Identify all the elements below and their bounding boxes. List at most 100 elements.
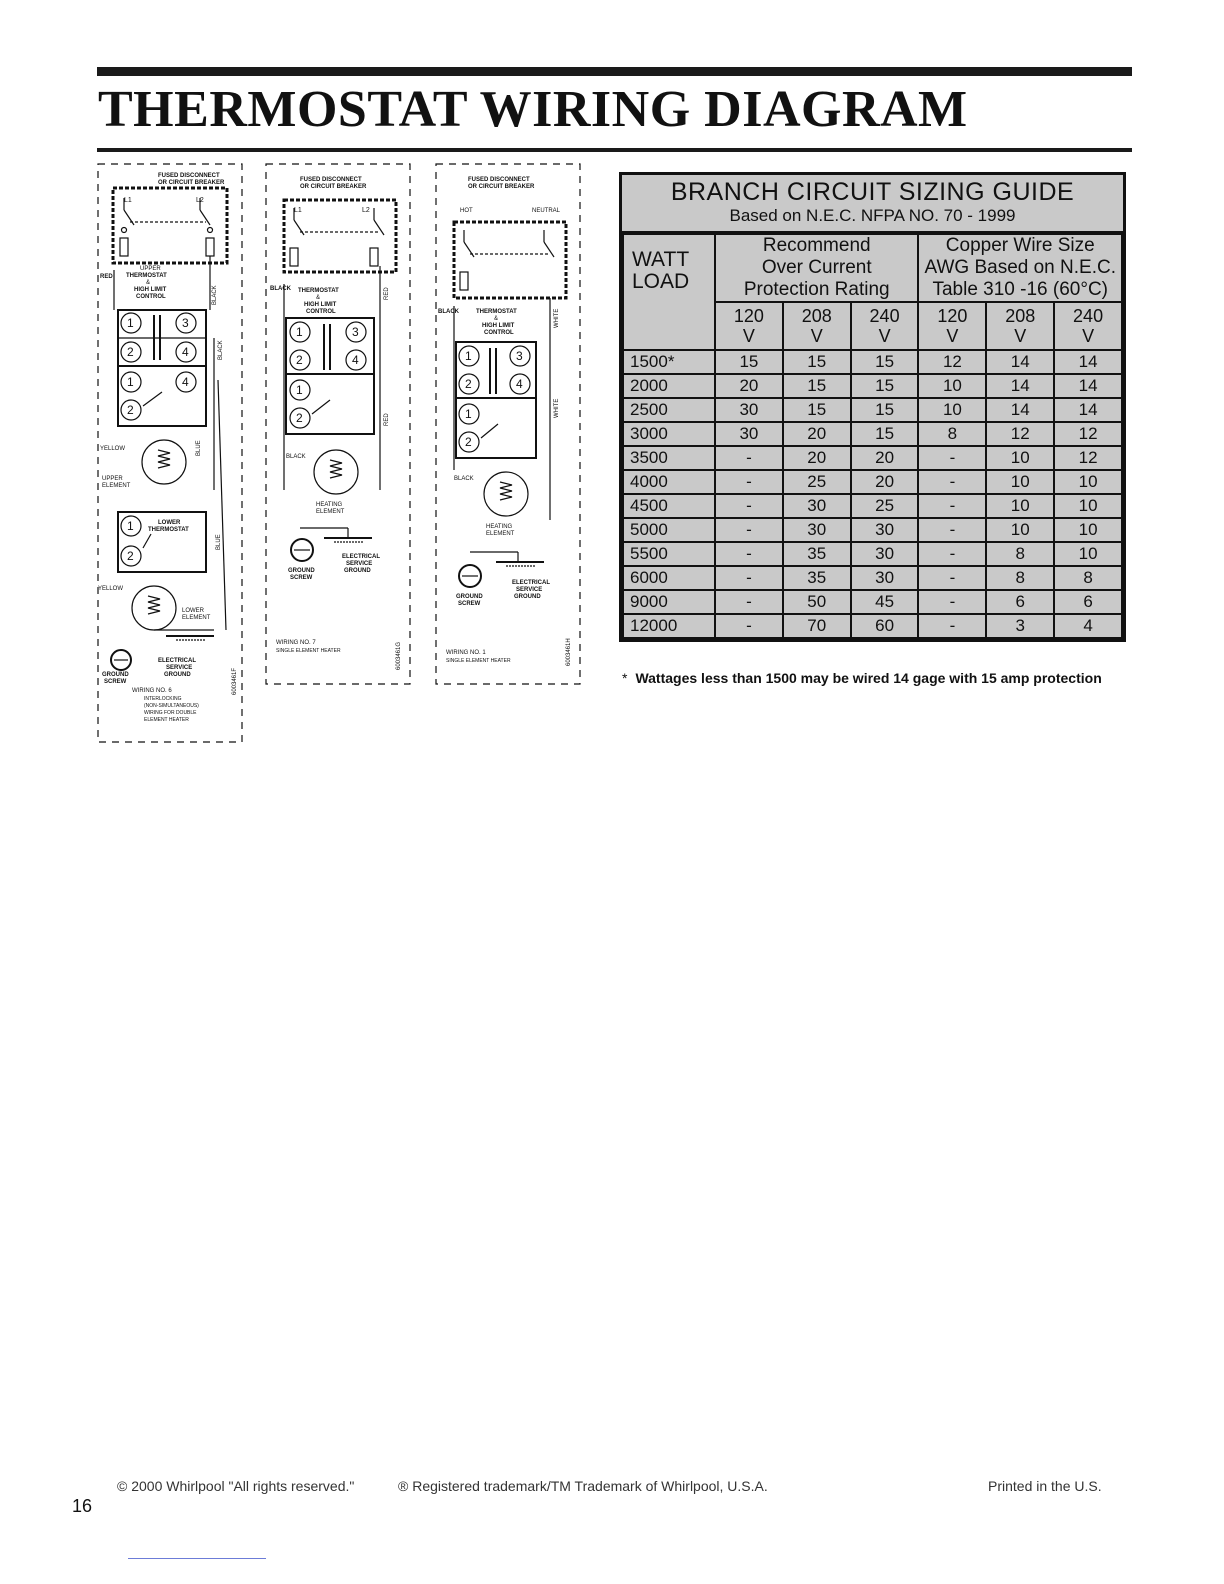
table-cell: - — [714, 517, 784, 543]
svg-text:3: 3 — [516, 349, 523, 363]
svg-text:6003461H: 6003461H — [566, 638, 572, 666]
table-cell: 15 — [781, 397, 852, 423]
table-cell: 12 — [1053, 445, 1123, 471]
svg-text:ELECTRICAL: ELECTRICAL — [342, 554, 380, 560]
svg-text:2: 2 — [127, 345, 134, 359]
svg-text:YELLOW: YELLOW — [98, 586, 123, 592]
svg-text:INTERLOCKING: INTERLOCKING — [144, 696, 182, 702]
table-cell: 3 — [985, 613, 1056, 639]
table-cell: - — [917, 493, 988, 519]
footnote: *Wattages less than 1500 may be wired 14… — [622, 670, 1122, 686]
svg-text:GROUND: GROUND — [164, 672, 191, 678]
table-cell: 6 — [985, 589, 1056, 615]
svg-text:ELECTRICAL: ELECTRICAL — [158, 658, 196, 664]
svg-text:HIGH LIMIT: HIGH LIMIT — [482, 323, 515, 329]
watt-load-cell: 2500 — [622, 397, 716, 423]
table-cell: 30 — [849, 565, 920, 591]
svg-text:LOWER: LOWER — [182, 608, 205, 614]
svg-text:NEUTRAL: NEUTRAL — [532, 208, 561, 214]
wire-size-header: Copper Wire Size AWG Based on N.E.C. Tab… — [917, 233, 1123, 303]
svg-text:&: & — [146, 280, 150, 286]
svg-text:WIRING NO. 6: WIRING NO. 6 — [132, 688, 172, 694]
wiring-diagram-1: FUSED DISCONNECT OR CIRCUIT BREAKER HOT … — [434, 160, 584, 690]
wiring-diagram-6: FUSED DISCONNECT OR CIRCUIT BREAKER L1 L… — [96, 160, 246, 750]
table-cell: 25 — [849, 493, 920, 519]
svg-text:HOT: HOT — [460, 208, 473, 214]
table-cell: 30 — [781, 517, 852, 543]
svg-text:2: 2 — [127, 549, 134, 563]
svg-text:WHITE: WHITE — [554, 399, 560, 418]
svg-text:4: 4 — [182, 375, 189, 389]
table-cell: - — [917, 445, 988, 471]
svg-text:ELEMENT HEATER: ELEMENT HEATER — [144, 717, 189, 723]
top-rule — [97, 67, 1132, 76]
svg-text:GROUND: GROUND — [514, 594, 541, 600]
table-cell: 30 — [781, 493, 852, 519]
svg-text:2: 2 — [296, 411, 303, 425]
svg-text:GROUND: GROUND — [102, 672, 129, 678]
table-cell: 14 — [1053, 373, 1123, 399]
svg-text:THERMOSTAT: THERMOSTAT — [298, 288, 339, 294]
svg-text:1: 1 — [465, 407, 472, 421]
svg-text:SCREW: SCREW — [458, 601, 481, 607]
svg-text:HIGH LIMIT: HIGH LIMIT — [134, 287, 167, 293]
svg-text:1: 1 — [465, 349, 472, 363]
branch-circuit-sizing-guide: BRANCH CIRCUIT SIZING GUIDE Based on N.E… — [619, 172, 1126, 642]
disconnect-label: FUSED DISCONNECT — [158, 173, 220, 179]
svg-text:6003461G: 6003461G — [396, 642, 402, 670]
table-cell: - — [714, 613, 784, 639]
svg-text:BLACK: BLACK — [218, 340, 224, 360]
svg-text:WHITE: WHITE — [554, 309, 560, 328]
svg-text:FUSED DISCONNECT: FUSED DISCONNECT — [300, 177, 362, 183]
table-cell: 14 — [1053, 349, 1123, 375]
watt-load-cell: 5000 — [622, 517, 716, 543]
table-cell: - — [714, 445, 784, 471]
watt-load-cell: 9000 — [622, 589, 716, 615]
table-cell: - — [917, 469, 988, 495]
svg-text:THERMOSTAT: THERMOSTAT — [126, 273, 167, 279]
table-cell: 20 — [781, 421, 852, 447]
svg-text:&: & — [494, 316, 498, 322]
watt-load-cell: 4000 — [622, 469, 716, 495]
table-cell: 10 — [1053, 541, 1123, 567]
table-cell: 35 — [781, 541, 852, 567]
svg-text:CONTROL: CONTROL — [484, 330, 514, 336]
svg-text:WIRING FOR DOUBLE: WIRING FOR DOUBLE — [144, 710, 197, 716]
svg-text:RED: RED — [100, 274, 113, 280]
table-cell: 15 — [849, 397, 920, 423]
svg-text:4: 4 — [352, 353, 359, 367]
svg-text:(NON-SIMULTANEOUS): (NON-SIMULTANEOUS) — [144, 703, 199, 709]
page-number: 16 — [72, 1496, 93, 1516]
svg-text:ELEMENT: ELEMENT — [316, 509, 345, 515]
table-cell: - — [917, 565, 988, 591]
svg-text:UPPER: UPPER — [140, 266, 161, 272]
svg-text:LOWER: LOWER — [158, 520, 181, 526]
table-cell: - — [917, 517, 988, 543]
table-cell: 20 — [849, 469, 920, 495]
svg-text:SERVICE: SERVICE — [516, 587, 542, 593]
table-cell: 25 — [781, 469, 852, 495]
svg-text:CONTROL: CONTROL — [136, 294, 166, 300]
svg-text:1: 1 — [127, 375, 134, 389]
table-cell: 15 — [849, 349, 920, 375]
svg-text:WIRING NO. 1: WIRING NO. 1 — [446, 650, 486, 656]
svg-text:HIGH LIMIT: HIGH LIMIT — [304, 302, 337, 308]
svg-text:3: 3 — [182, 316, 189, 330]
table-cell: 30 — [714, 421, 784, 447]
svg-text:RED: RED — [384, 287, 390, 300]
table-cell: 8 — [917, 421, 988, 447]
protection-header: Recommend Over Current Protection Rating — [713, 233, 920, 303]
disconnect-label-2: OR CIRCUIT BREAKER — [158, 180, 225, 186]
table-cell: 20 — [781, 445, 852, 471]
svg-text:6003461F: 6003461F — [232, 668, 238, 695]
svg-text:L1: L1 — [124, 197, 132, 204]
